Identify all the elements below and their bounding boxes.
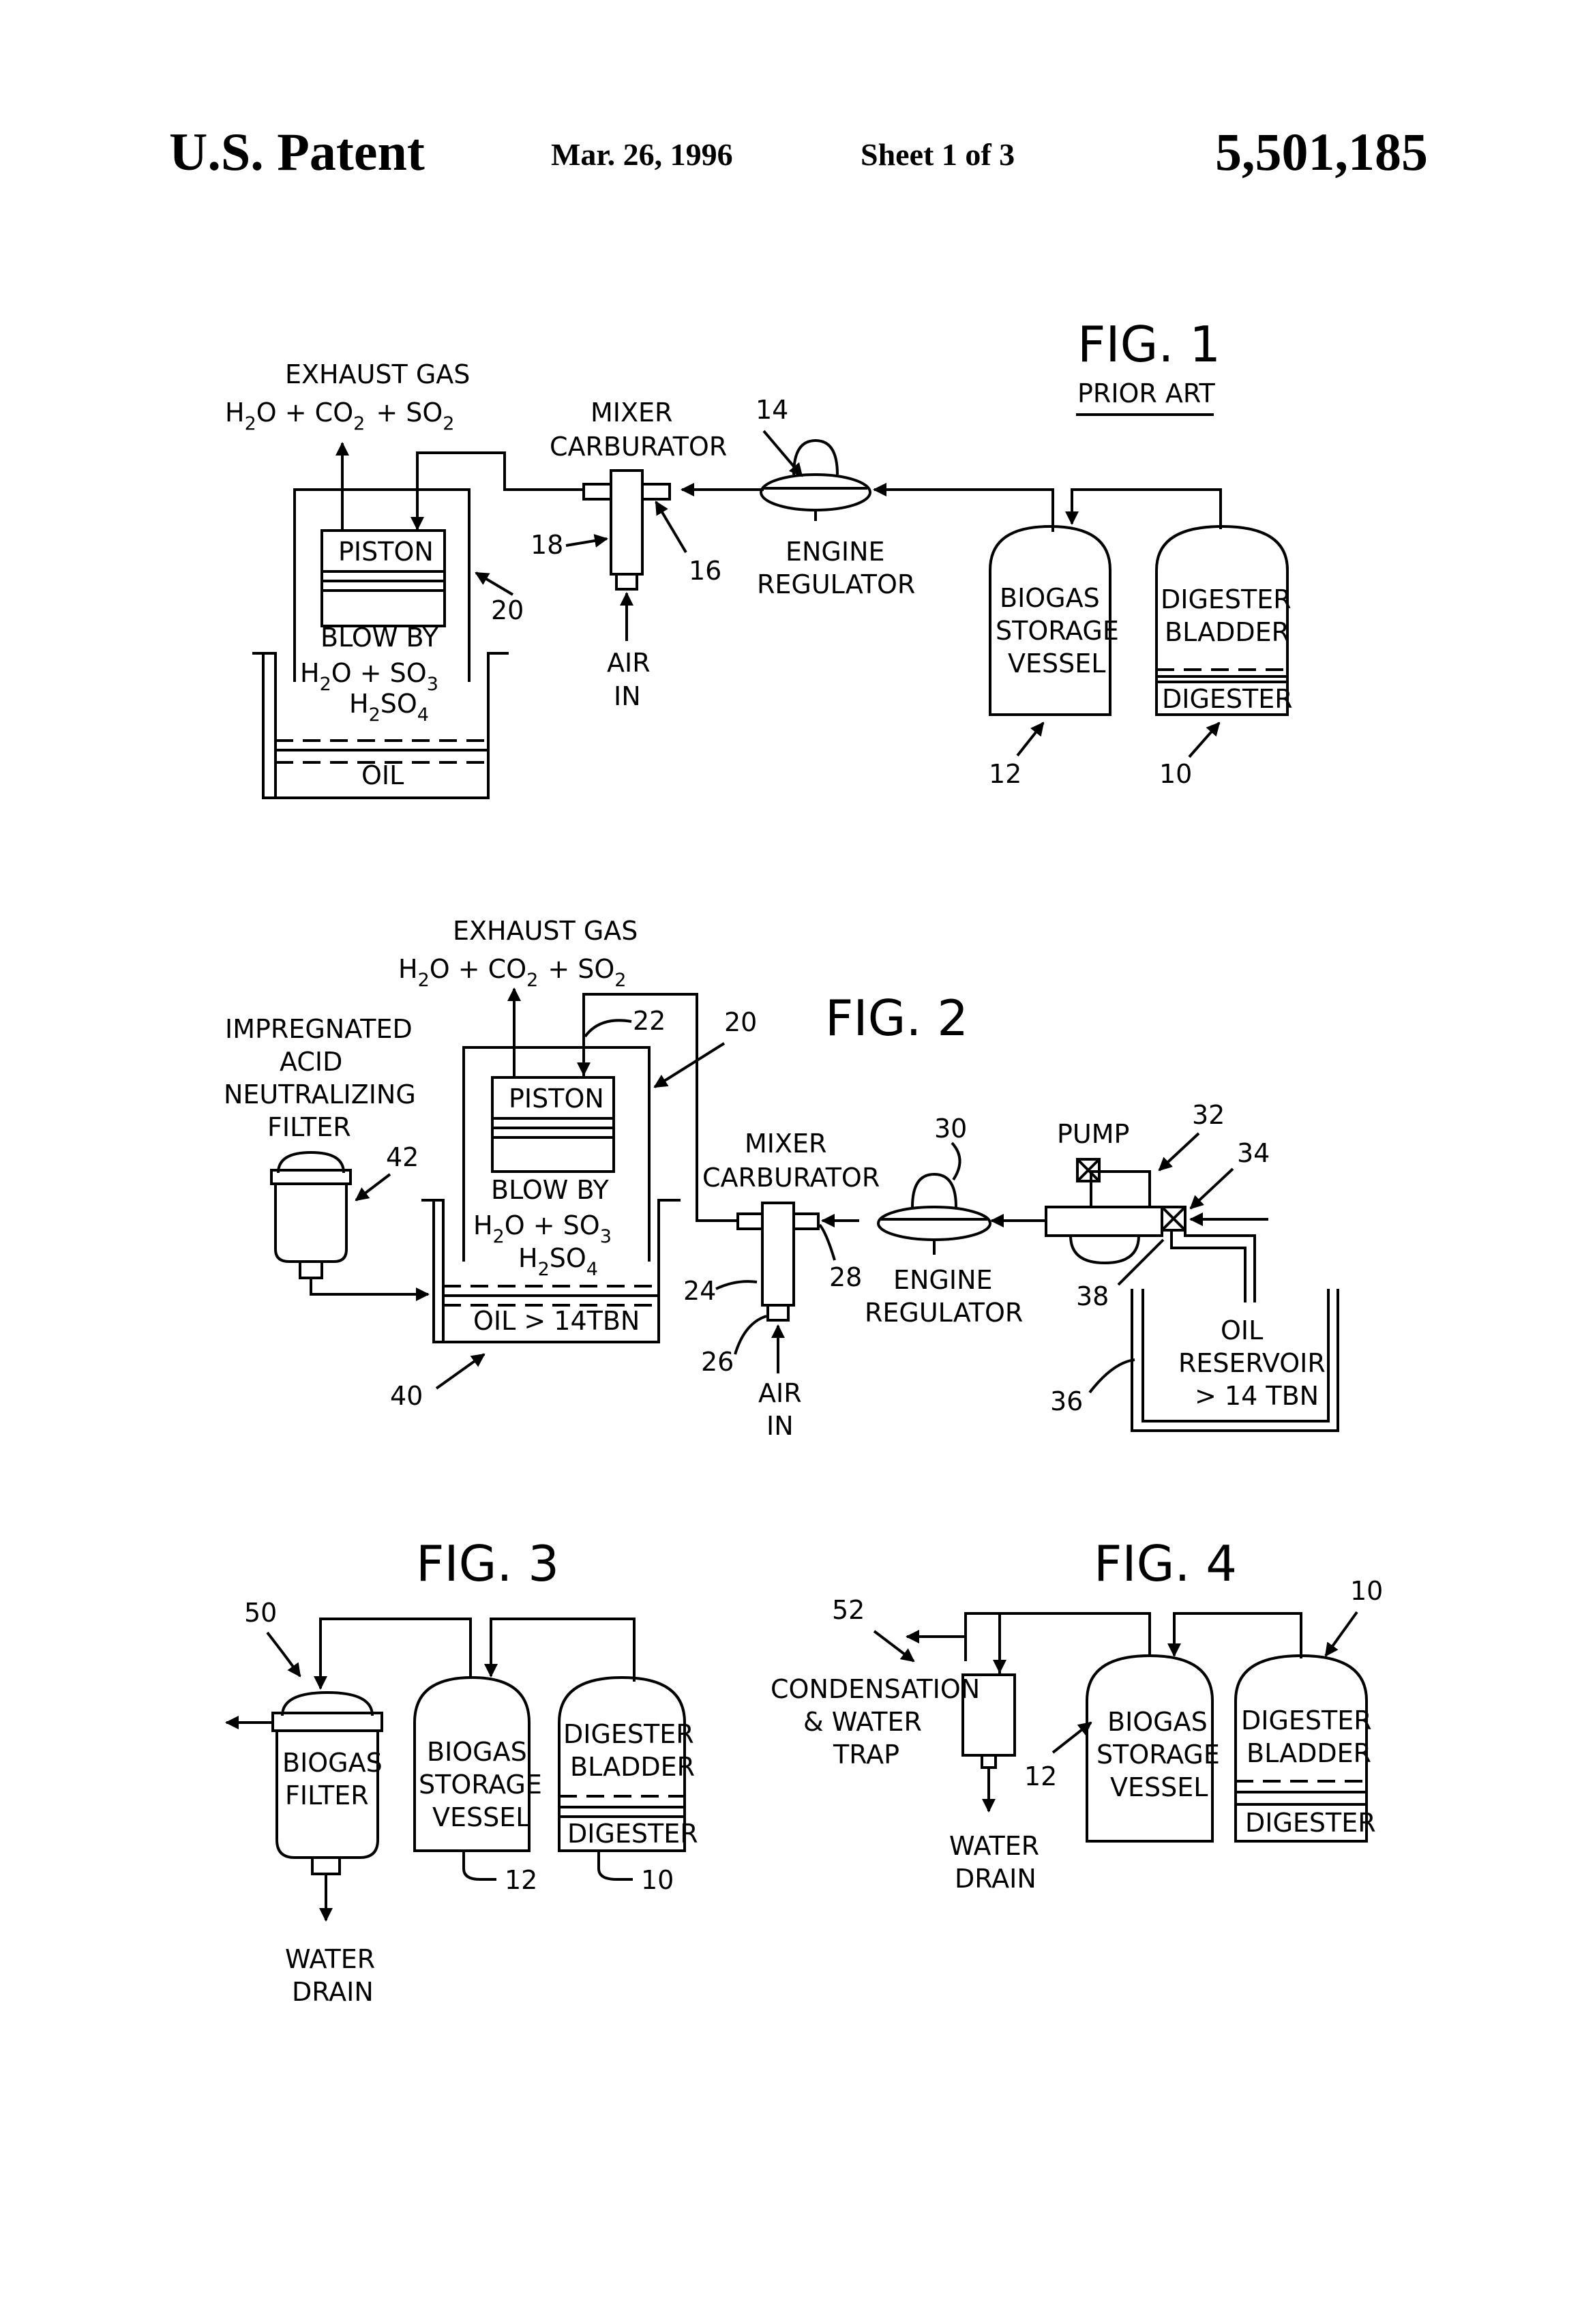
fig4-ref-10: 10 <box>1350 1576 1383 1606</box>
fig1-ref-14: 14 <box>756 395 788 425</box>
fig1-bladder-line2: BLADDER <box>1165 617 1289 647</box>
fig1-regulator-line2: REGULATOR <box>757 569 915 599</box>
figure-3: FIG. 3 50 BIOGAS FILTER WATER DRAIN BIOG… <box>226 1535 698 2007</box>
fig3-ref-50: 50 <box>244 1598 277 1628</box>
fig2-ref-38: 38 <box>1076 1281 1109 1311</box>
fig1-ref-10: 10 <box>1159 759 1192 789</box>
fig2-piston-label: PISTON <box>509 1084 604 1114</box>
fig3-filter-line1: BIOGAS <box>282 1748 383 1778</box>
fig1-exhaust-formula: H2O + CO2+ SO2 <box>225 398 454 434</box>
fig2-ref-30: 30 <box>934 1114 967 1144</box>
fig4-storage-line2: STORAGE <box>1096 1740 1220 1770</box>
fig1-storage-line3: VESSEL <box>1008 649 1105 679</box>
fig2-mixer-line1: MIXER <box>745 1129 826 1159</box>
fig1-regulator-line1: ENGINE <box>786 537 885 567</box>
fig2-ref-24: 24 <box>683 1276 716 1306</box>
fig4-ref-52: 52 <box>832 1595 865 1625</box>
fig3-storage-line2: STORAGE <box>419 1770 542 1800</box>
fig4-digester-label: DIGESTER <box>1245 1808 1376 1838</box>
fig4-drain-line2: DRAIN <box>955 1864 1036 1894</box>
fig3-filter-line2: FILTER <box>285 1781 369 1811</box>
fig1-exhaust-label: EXHAUST GAS <box>285 359 470 389</box>
fig4-trap-line1: CONDENSATION <box>771 1674 980 1704</box>
fig4-trap-line2: & WATER <box>803 1707 922 1737</box>
fig2-ref-22: 22 <box>633 1006 666 1036</box>
fig2-ref-32: 32 <box>1192 1100 1225 1130</box>
fig2-regulator-line1: ENGINE <box>893 1265 993 1295</box>
fig1-bladder-line1: DIGESTER <box>1161 584 1292 614</box>
fig1-blowby-formula: H2O + SO3 <box>300 658 438 695</box>
fig1-mixer-line1: MIXER <box>591 398 672 428</box>
fig1-air-line1: AIR <box>607 648 651 678</box>
fig2-exhaust-formula: H2O + CO2+ SO2 <box>398 954 626 991</box>
fig3-ref-12: 12 <box>505 1865 537 1895</box>
fig2-blowby-label: BLOW BY <box>491 1175 609 1205</box>
fig4-drain-line1: WATER <box>949 1831 1039 1861</box>
fig3-bladder-line2: BLADDER <box>570 1752 695 1782</box>
fig2-filter-line2: ACID <box>280 1047 342 1077</box>
fig2-reservoir-line3: > 14 TBN <box>1195 1381 1319 1411</box>
fig2-oil-label: OIL > 14TBN <box>473 1306 640 1336</box>
fig1-ref-20: 20 <box>491 595 524 625</box>
figure-2: FIG. 2 EXHAUST GAS H2O + CO2+ SO2 IMPREG… <box>224 916 1338 1441</box>
fig1-ref-12: 12 <box>989 759 1021 789</box>
fig2-regulator-line2: REGULATOR <box>865 1298 1023 1328</box>
fig1-h2so4: H2SO4 <box>349 689 429 726</box>
fig4-storage-line1: BIOGAS <box>1107 1707 1208 1737</box>
fig1-storage-line2: STORAGE <box>996 616 1119 646</box>
figure-1: FIG. 1 PRIOR ART EXHAUST GAS H2O + CO2+ … <box>225 316 1293 798</box>
fig2-exhaust-label: EXHAUST GAS <box>453 916 638 946</box>
fig3-drain-line2: DRAIN <box>292 1977 374 2007</box>
fig4-storage-line3: VESSEL <box>1110 1772 1208 1802</box>
fig2-ref-34: 34 <box>1237 1138 1270 1168</box>
fig2-filter-line4: FILTER <box>267 1112 351 1142</box>
fig4-bladder-line1: DIGESTER <box>1241 1705 1372 1735</box>
fig1-digester-label: DIGESTER <box>1162 684 1293 714</box>
fig2-ref-28: 28 <box>829 1262 862 1292</box>
fig4-bladder-line2: BLADDER <box>1247 1738 1371 1768</box>
fig2-reservoir-line1: OIL <box>1221 1315 1263 1345</box>
fig1-oil-label: OIL <box>361 760 404 790</box>
fig2-blowby-formula: H2O + SO3 <box>473 1210 612 1247</box>
fig2-title: FIG. 2 <box>825 989 968 1047</box>
fig1-mixer-line2: CARBURATOR <box>550 432 727 462</box>
fig2-pump-label: PUMP <box>1057 1119 1129 1149</box>
fig2-ref-36: 36 <box>1050 1386 1083 1416</box>
fig2-ref-42: 42 <box>386 1142 419 1172</box>
fig1-ref-16: 16 <box>689 556 721 586</box>
fig2-h2so4: H2SO4 <box>518 1243 598 1280</box>
fig2-ref-20: 20 <box>724 1007 757 1037</box>
fig3-title: FIG. 3 <box>416 1535 559 1592</box>
fig1-piston-label: PISTON <box>338 537 434 567</box>
fig2-ref-26: 26 <box>701 1347 734 1377</box>
fig1-storage-line1: BIOGAS <box>1000 583 1100 613</box>
fig1-subtitle: PRIOR ART <box>1077 378 1216 408</box>
fig1-blowby-label: BLOW BY <box>320 623 438 653</box>
figure-4: FIG. 4 10 52 CONDENSATION & WATER TRAP W… <box>771 1535 1383 1894</box>
fig2-air-line2: IN <box>766 1411 794 1441</box>
fig3-ref-10: 10 <box>641 1865 674 1895</box>
fig1-ref-18: 18 <box>531 530 563 560</box>
fig2-air-line1: AIR <box>758 1378 802 1408</box>
fig3-drain-line1: WATER <box>285 1944 375 1974</box>
fig3-digester-label: DIGESTER <box>567 1819 698 1849</box>
fig2-filter-line1: IMPREGNATED <box>225 1014 413 1044</box>
fig4-title: FIG. 4 <box>1094 1535 1237 1592</box>
fig1-air-line2: IN <box>614 681 641 711</box>
fig2-filter-line3: NEUTRALIZING <box>224 1079 416 1109</box>
fig2-ref-40: 40 <box>390 1381 423 1411</box>
fig4-ref-12: 12 <box>1024 1761 1057 1791</box>
fig1-title: FIG. 1 <box>1077 316 1221 373</box>
fig3-storage-line3: VESSEL <box>432 1802 530 1832</box>
fig4-trap-line3: TRAP <box>833 1740 899 1770</box>
fig3-bladder-line1: DIGESTER <box>563 1719 694 1749</box>
fig3-storage-line1: BIOGAS <box>427 1737 527 1767</box>
fig2-reservoir-line2: RESERVOIR <box>1178 1348 1326 1378</box>
fig2-mixer-line2: CARBURATOR <box>702 1163 880 1193</box>
